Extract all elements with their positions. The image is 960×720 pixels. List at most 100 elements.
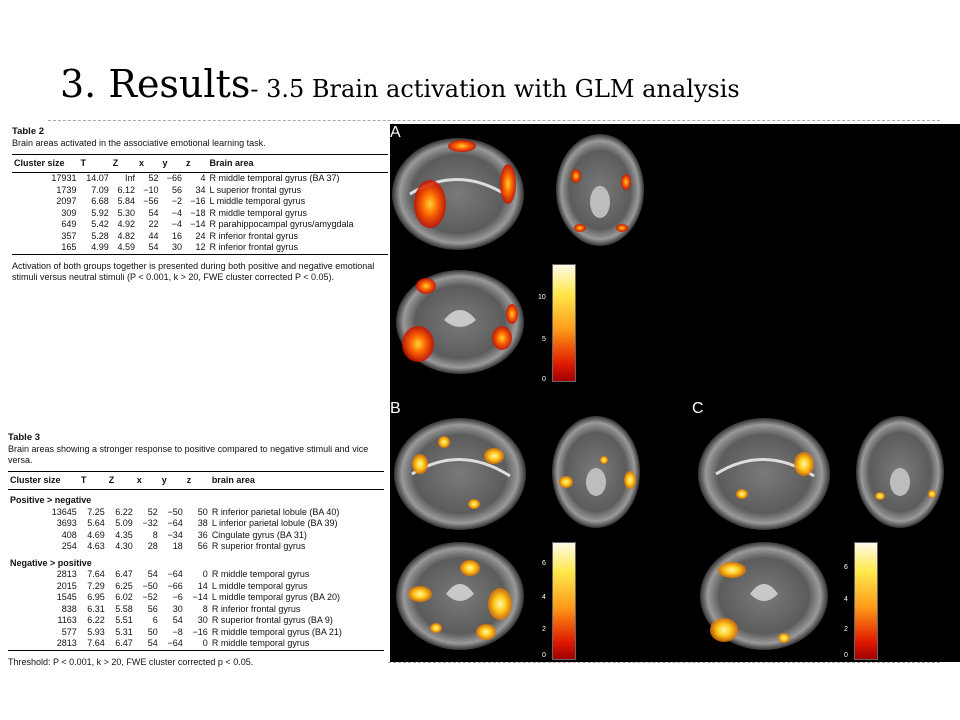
table-cell: 14 (197, 580, 208, 591)
table-cell: 5.31 (115, 626, 133, 637)
table-cell: 4.59 (117, 242, 136, 252)
table-cell: −14 (192, 592, 208, 602)
table-cell: 7.29 (87, 580, 105, 591)
table-cell: 30 (197, 615, 208, 625)
table-cell: 6.47 (115, 638, 133, 648)
panel-c-axial (700, 542, 828, 650)
table-cell: 8 (202, 603, 208, 614)
table-cell: 28 (147, 541, 158, 551)
panel-c-tick: 4 (844, 596, 848, 603)
table-cell: 408 (61, 529, 77, 540)
brain-activation-figure: A B C 10 5 0 6 4 2 0 6 4 2 0 (390, 124, 960, 662)
table-header-cell: T (80, 158, 86, 168)
table-cell: 7.09 (91, 184, 109, 195)
panel-b-tick: 2 (542, 626, 546, 633)
table-cell: 1545 (56, 592, 77, 602)
table-cell: 5.51 (115, 615, 133, 625)
table-cell: Inf (125, 173, 136, 183)
panel-b-coronal (552, 416, 640, 528)
table-cell: 56 (171, 184, 182, 195)
table-cell: −34 (167, 529, 183, 540)
table-cell: 7.25 (87, 506, 105, 517)
table-cell: 54 (148, 207, 159, 218)
table-group-row: Positive > negative (8, 490, 384, 507)
table-cell: 54 (172, 615, 183, 625)
table-cell: 838 (61, 603, 77, 614)
table-cell: −16 (190, 196, 206, 206)
table-cell: R inferior frontal gyrus (209, 230, 299, 241)
table-cell: 38 (197, 518, 208, 528)
table-cell: −52 (142, 592, 158, 602)
table-cell: 357 (61, 230, 77, 241)
table-cell: 56 (147, 603, 158, 614)
table-cell: −50 (142, 580, 158, 591)
panel-a-sagittal (392, 138, 524, 250)
table-cell: −10 (143, 184, 159, 195)
table-cell: 56 (197, 541, 208, 551)
table-header-cell: Cluster size (14, 158, 65, 168)
table-cell: 6.22 (87, 615, 105, 625)
table-cell: 1739 (56, 184, 77, 195)
panel-a-tick: 5 (542, 336, 546, 343)
table-cell: 8 (152, 529, 158, 540)
table-cell: 5.42 (91, 219, 109, 229)
panel-a-tick: 0 (542, 376, 546, 383)
table-header-cell: Brain area (209, 158, 254, 168)
table-cell: 5.28 (91, 230, 109, 241)
table-cell: −6 (172, 592, 183, 602)
table-cell: 5.30 (117, 207, 136, 218)
table-cell: Cingulate gyrus (BA 31) (211, 529, 307, 540)
table-cell: 22 (148, 219, 159, 229)
table-cell: −56 (143, 196, 159, 206)
panel-b-colorbar (552, 542, 576, 660)
table-cell: 50 (147, 626, 158, 637)
panel-c-label: C (692, 400, 704, 417)
table-cell: 4.99 (91, 242, 109, 252)
table-cell: 54 (147, 638, 158, 648)
figure-bottom-divider (388, 662, 940, 663)
table-cell: 2097 (56, 196, 77, 206)
table-cell: 5.64 (87, 518, 105, 528)
table-cell: R middle temporal gyrus (BA 21) (211, 626, 342, 637)
table-cell: L middle temporal gyrus (BA 20) (211, 592, 341, 602)
table-cell: −4 (171, 207, 182, 218)
table-cell: −16 (192, 626, 208, 637)
table-cell: L inferior parietal lobule (BA 39) (211, 518, 338, 528)
slide-title-sub: - 3.5 Brain activation with GLM analysis (250, 75, 740, 103)
table-header-cell: T (80, 475, 87, 485)
table-cell: −64 (167, 518, 183, 528)
table-2: Table 2 Brain areas activated in the ass… (12, 126, 388, 382)
table-2-note: Activation of both groups together is pr… (12, 260, 375, 282)
panel-c-tick: 6 (844, 564, 848, 571)
table-cell: −2 (171, 196, 182, 206)
table-cell: −50 (167, 506, 183, 517)
table-cell: −8 (172, 626, 183, 637)
brain-images (392, 134, 944, 650)
table-cell: 7.64 (87, 569, 105, 579)
table-cell: L superior frontal gyrus (209, 184, 302, 195)
table-header-cell: x (139, 158, 145, 168)
table-cell: 254 (61, 541, 77, 551)
table-cell: 0 (202, 569, 208, 579)
panel-b-tick: 4 (542, 594, 546, 601)
table-cell: 4.35 (115, 529, 133, 540)
panel-b-tick: 6 (542, 560, 546, 567)
table-cell: 44 (148, 230, 159, 241)
panel-c-colorbar (854, 542, 878, 660)
table-cell: 34 (195, 184, 206, 195)
panel-a-axial (396, 270, 524, 374)
table-cell: 13645 (51, 506, 77, 517)
panel-c-coronal (856, 416, 944, 528)
table-header-cell: y (161, 475, 167, 485)
table-cell: 6.12 (117, 184, 136, 195)
table-cell: 5.92 (91, 207, 109, 218)
table-cell: −66 (167, 580, 183, 591)
table-header-cell: x (136, 475, 142, 485)
